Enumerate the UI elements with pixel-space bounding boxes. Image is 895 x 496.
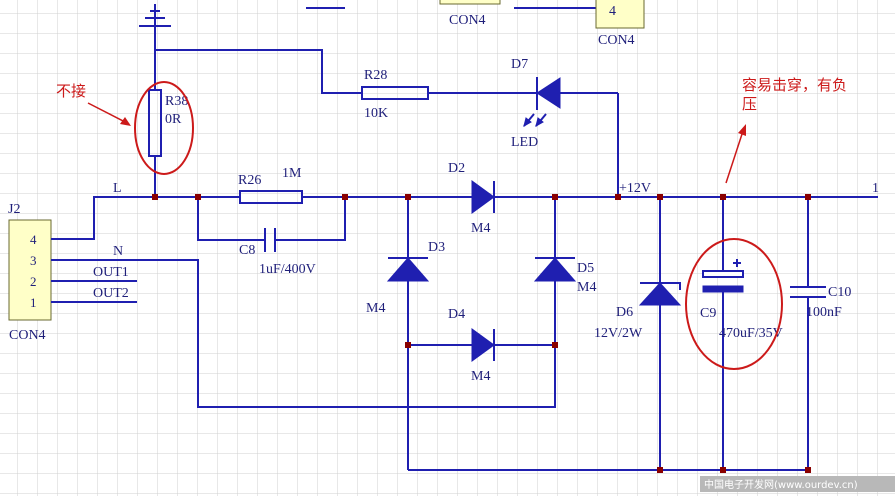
wire-l [51, 196, 155, 240]
d4-value: M4 [471, 369, 490, 384]
capacitor-c9: C9 470uF/35V [700, 197, 783, 470]
c9-ref: C9 [700, 306, 716, 321]
wire-gnd-r28 [155, 49, 362, 94]
j2-pin4: 4 [30, 232, 37, 247]
d2-ref: D2 [448, 161, 465, 176]
watermark-text: 中国电子开发网(www.ourdev.cn) [704, 478, 858, 491]
c8-ref: C8 [239, 243, 255, 258]
net-n: N [113, 244, 123, 259]
d6-ref: D6 [616, 305, 633, 320]
connector-j2: J2 4 3 2 1 CON4 [8, 202, 52, 343]
r26-value: 1M [282, 166, 302, 181]
d2-value: M4 [471, 221, 490, 236]
c9-highlight-ellipse [685, 238, 783, 370]
net-out2: OUT2 [93, 286, 129, 301]
d6-value: 12V/2W [594, 326, 643, 341]
j2-ref: J2 [8, 202, 20, 217]
led-d7: D7 LED [511, 57, 618, 150]
zener-d6: D6 12V/2W [594, 197, 682, 470]
d5-value: M4 [577, 280, 596, 295]
net-out1: OUT1 [93, 265, 129, 280]
d7-ref: D7 [511, 57, 528, 72]
j2-pin1: 1 [30, 295, 37, 310]
j2-type: CON4 [9, 328, 46, 343]
resistor-r28: R28 10K [361, 68, 429, 121]
r28-value: 10K [364, 106, 388, 121]
con4-top-left-label: CON4 [449, 13, 486, 28]
diode-d3: D3 M4 [366, 197, 445, 470]
d3-value: M4 [366, 301, 385, 316]
c8-value: 1uF/400V [259, 262, 316, 277]
net-l: L [113, 181, 122, 196]
ground-symbol [139, 4, 171, 50]
d4-ref: D4 [448, 307, 465, 322]
c9-value: 470uF/35V [719, 326, 783, 341]
diode-d5: D5 M4 [533, 197, 596, 345]
breakdown-note-line2: 压 [742, 95, 757, 113]
con4-top-right-pin: 4 [609, 4, 616, 19]
no-connect-note: 不接 [56, 82, 86, 100]
r38-value: 0R [165, 112, 182, 127]
d7-value: LED [511, 135, 538, 150]
net-out-pin: 1 [872, 181, 879, 196]
con4-top-right-label: CON4 [598, 33, 635, 48]
con4-top-right: 4 CON4 [595, 0, 645, 48]
r38-ref: R38 [165, 94, 188, 109]
c10-ref: C10 [828, 285, 851, 300]
capacitor-c10: C10 100nF [790, 197, 851, 470]
con4-top-left: CON4 [439, 0, 596, 28]
watermark: 中国电子开发网(www.ourdev.cn) [700, 476, 895, 492]
junctions [152, 194, 811, 473]
wire-n [51, 259, 556, 408]
capacitor-c8: C8 1uF/400V [197, 197, 346, 277]
net-plus12v: +12V [619, 181, 651, 196]
d3-ref: D3 [428, 240, 445, 255]
r26-ref: R26 [238, 173, 261, 188]
resistor-r38: R38 0R [148, 50, 188, 197]
c10-value: 100nF [806, 305, 842, 320]
diode-d4: D4 M4 [408, 307, 555, 384]
j2-pin2: 2 [30, 274, 37, 289]
r28-ref: R28 [364, 68, 387, 83]
breakdown-note-line1: 容易击穿，有负 [742, 76, 847, 94]
r38-highlight-ellipse [134, 81, 194, 175]
d5-ref: D5 [577, 261, 594, 276]
j2-pin3: 3 [30, 253, 37, 268]
